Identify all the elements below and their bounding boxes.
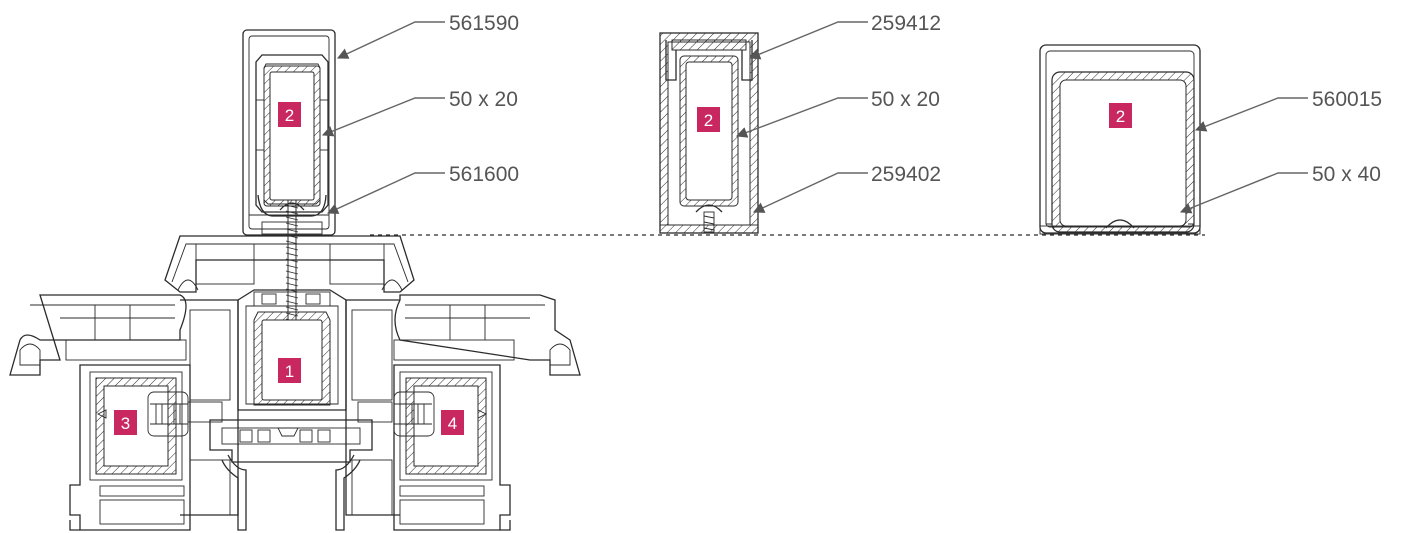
transom-frame: [164, 235, 415, 307]
badge-2-left: 2: [278, 102, 301, 127]
right-cap-assembly: [1039, 44, 1201, 235]
connector-profile-561600: [257, 194, 327, 235]
main-assembly-section: [9, 29, 581, 531]
callout-259402: 259402: [871, 163, 941, 186]
badge-4: 4: [441, 410, 464, 435]
callout-561600: 561600: [449, 163, 519, 186]
central-mullion: [237, 289, 347, 411]
callout-561590: 561590: [449, 12, 519, 35]
callout-259412: 259412: [871, 12, 941, 35]
badge-1: 1: [278, 358, 301, 383]
callout-50x20-left: 50 x 20: [449, 88, 518, 111]
badge-label: 2: [285, 106, 294, 125]
badge-3: 3: [114, 410, 137, 435]
steel-tube-50x20-top: [263, 65, 321, 207]
callout-50x20-middle: 50 x 20: [871, 88, 940, 111]
leader-lines: [321, 21, 1308, 214]
badge-2-right: 2: [1109, 103, 1132, 128]
badge-label: 2: [704, 111, 713, 130]
badge-2-middle: 2: [697, 107, 720, 132]
callout-560015: 560015: [1312, 88, 1382, 111]
badge-label: 4: [448, 414, 457, 433]
badge-label: 1: [285, 362, 294, 381]
badge-label: 3: [121, 414, 130, 433]
badge-label: 2: [1116, 107, 1125, 126]
bottom-center-hardware: [209, 419, 373, 531]
callout-50x40: 50 x 40: [1312, 163, 1381, 186]
